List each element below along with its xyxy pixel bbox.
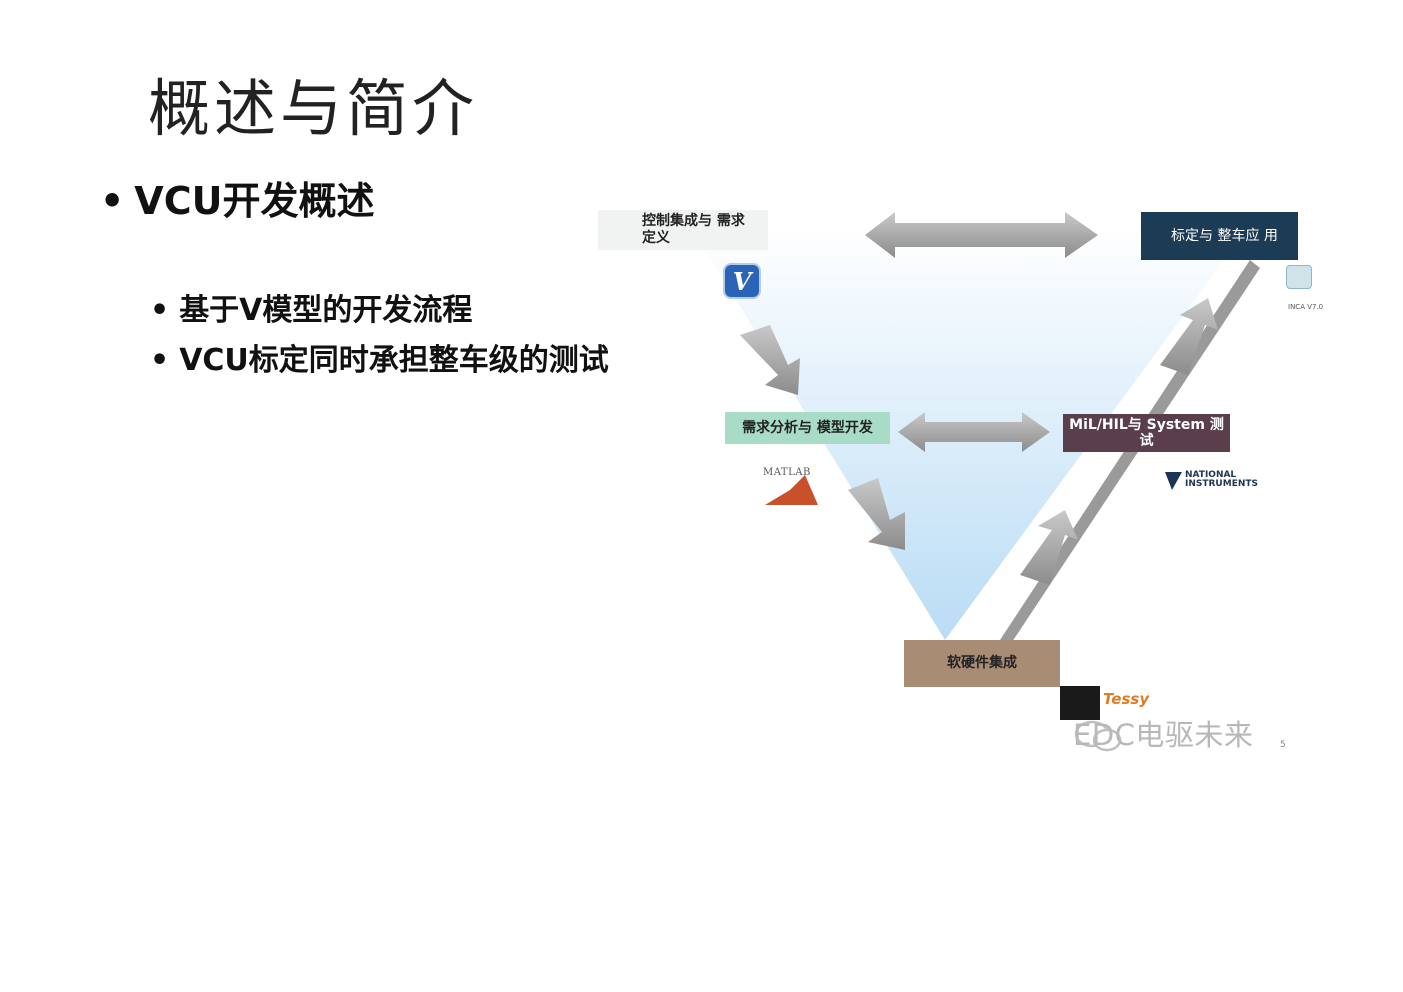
- ni-logo-text: NATIONAL INSTRUMENTS: [1185, 471, 1258, 489]
- arrow-down-1: [740, 325, 800, 395]
- bullet-sub-1: • 基于V模型的开发流程: [150, 285, 472, 329]
- v-model-diagram: 控制集成与 需求 定义 标定与 整车应 用 需求分析与 模型开发 MiL/HIL…: [560, 190, 1360, 790]
- arrow-down-2: [848, 478, 905, 550]
- matlab-logo-text: MATLAB: [763, 467, 811, 478]
- box-mil-hil: MiL/HIL与 System 测试: [1063, 414, 1230, 452]
- software-logo-icon: [1060, 686, 1100, 720]
- box-analysis: 需求分析与 模型开发: [725, 412, 890, 444]
- inca-logo-text: INCA V7.0: [1288, 303, 1324, 311]
- bullet-sub-2: • VCU标定同时承担整车级的测试: [150, 335, 609, 379]
- double-arrow-top: [865, 212, 1098, 258]
- page-number: 5: [1280, 740, 1286, 750]
- box-calibration: 标定与 整车应 用: [1141, 212, 1298, 260]
- arrow-up-2: [1160, 298, 1218, 375]
- bullet-main-text: VCU开发概述: [134, 179, 375, 223]
- ni-logo-line1: NATIONAL: [1185, 470, 1237, 480]
- watermark-text: EDC电驱未来: [1073, 718, 1254, 752]
- ni-logo-mark: [1165, 472, 1182, 490]
- ni-logo-line2: INSTRUMENTS: [1185, 479, 1258, 489]
- bullet-main: •VCU开发概述: [100, 170, 374, 225]
- box-integration: 软硬件集成: [904, 640, 1060, 687]
- tessy-logo: Tessy: [1103, 690, 1150, 708]
- vector-logo-icon: V: [725, 265, 759, 297]
- wechat-icon: [1074, 720, 1122, 752]
- bullet-sub-2-text: VCU标定同时承担整车级的测试: [179, 343, 609, 378]
- box-requirements: 控制集成与 需求 定义: [598, 210, 768, 250]
- v-model-graphic: [690, 212, 1260, 642]
- inca-logo-icon: [1286, 265, 1312, 289]
- bullet-sub-1-text: 基于V模型的开发流程: [179, 293, 473, 328]
- double-arrow-mid: [898, 412, 1050, 452]
- bullet-dot: •: [150, 293, 170, 328]
- arrow-up-1: [1020, 510, 1078, 585]
- matlab-logo: [765, 475, 818, 505]
- page-title: 概述与简介: [148, 72, 479, 145]
- bullet-dot: •: [150, 343, 170, 378]
- bullet-dot: •: [100, 179, 125, 223]
